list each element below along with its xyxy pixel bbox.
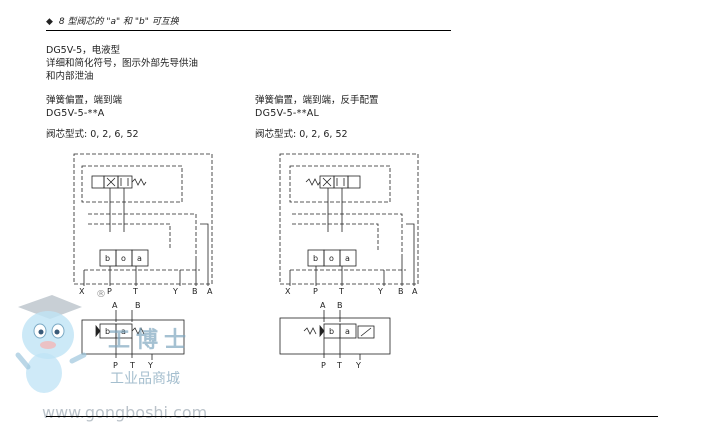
right-pilot-spring-icon [305, 178, 321, 186]
left-simple-pt-lines [115, 338, 153, 360]
right-port-t: T [338, 287, 344, 296]
right-simple-solenoid [357, 325, 375, 339]
left-simple-label-b: b [105, 327, 110, 336]
left-pilot-boundary [81, 165, 183, 203]
footer-rule [46, 416, 658, 417]
right-detailed-symbol: b o a X P T Y B A [279, 153, 419, 296]
left-port-y: Y [172, 287, 178, 296]
left-heading: 弹簧偏置，端到端 [46, 95, 123, 106]
right-simple-boundary [279, 317, 391, 355]
intro-model: DG5V-5，电液型 [46, 45, 121, 56]
diamond-bullet-icon: ◆ [46, 17, 53, 27]
watermark-brand: 工博士 [108, 327, 192, 353]
left-simple-label-a: a [121, 327, 126, 336]
left-code: DG5V-5-**A [46, 108, 105, 119]
right-simple-pt-lines [323, 338, 361, 360]
watermark-registered: ® [96, 289, 106, 300]
right-pilot-env-2 [333, 175, 349, 189]
watermark-sub: 工业品商城 [110, 371, 180, 387]
left-simple-port-p: P [113, 361, 118, 370]
left-pilot-solenoid [91, 175, 105, 189]
right-pilot-arrows [322, 177, 345, 187]
right-column: 弹簧偏置，端到端，反手配置 DG5V-5-**AL 阀芯型式: 0, 2, 6,… [255, 94, 379, 141]
watermark-url: www.gongboshi.com [42, 403, 207, 422]
page-header: ◆ 8 型阀芯的 "a" 和 "b" 可互换 [46, 14, 179, 27]
right-port-x: X [285, 287, 291, 296]
left-main-a [131, 249, 149, 267]
right-simplified-symbol: A B b a P T Y [279, 301, 391, 370]
left-simple-port-b: B [135, 301, 141, 310]
right-simple-port-y: Y [355, 361, 361, 370]
right-main-label-b: b [313, 254, 318, 263]
left-pilot-lines [109, 188, 125, 232]
left-pilot-line-3 [88, 223, 171, 250]
left-port-x: X [79, 287, 85, 296]
left-port-lines [83, 240, 209, 286]
left-simple-port-y: Y [147, 361, 153, 370]
right-pilot-boundary [289, 165, 391, 203]
right-a-line [406, 223, 415, 240]
header-rule [46, 30, 451, 31]
left-pilot-arrows [106, 177, 129, 187]
intro-line3: 和内部泄油 [46, 71, 94, 82]
intro-block: DG5V-5，电液型 详细和简化符号，图示外部先导供油 和内部泄油 [46, 44, 198, 83]
left-a-line [200, 223, 209, 240]
left-simple-spring-icon [131, 327, 145, 335]
right-simple-arrow-icon [319, 324, 325, 338]
left-main-label-b: b [105, 254, 110, 263]
header-title: 8 型阀芯的 "a" 和 "b" 可互换 [58, 17, 179, 27]
left-pilot-spring-icon [131, 178, 147, 186]
right-port-a: A [412, 287, 418, 296]
right-simple-port-b: B [337, 301, 343, 310]
right-port-b: B [398, 287, 404, 296]
right-pilot-lines [327, 188, 343, 232]
right-spool-types: 阀芯型式: 0, 2, 6, 52 [255, 129, 348, 140]
right-heading: 弹簧偏置，端到端，反手配置 [255, 95, 379, 106]
watermark-mascot-logo: ® 工博士 工业品商城 www.gongboshi.com [15, 289, 207, 422]
left-simple-boundary [81, 319, 185, 355]
right-simple-a [339, 323, 357, 339]
right-port-lines [289, 240, 415, 286]
left-main-label-o: o [121, 254, 126, 263]
intro-line2: 详细和简化符号，图示外部先导供油 [46, 58, 199, 69]
left-simple-port-a: A [112, 301, 118, 310]
right-port-p: P [313, 287, 318, 296]
right-simple-port-p: P [321, 361, 326, 370]
right-port-y: Y [377, 287, 383, 296]
right-simple-spring-icon [303, 327, 317, 335]
right-simple-solenoid-slash [360, 327, 372, 337]
right-simple-label-b: b [329, 327, 334, 336]
right-simple-ab-lines [323, 310, 341, 322]
left-simple-port-t: T [129, 361, 135, 370]
left-pilot-env-2 [117, 175, 133, 189]
left-port-p: P [107, 287, 112, 296]
left-pilot-line-2 [88, 213, 197, 258]
left-port-t: T [132, 287, 138, 296]
left-simplified-symbol: A B b a P T Y [81, 301, 185, 370]
right-pilot-solenoid [347, 175, 361, 189]
left-simple-arrow-icon [95, 324, 101, 338]
right-pilot-line-2 [292, 213, 403, 258]
left-outer-boundary [73, 153, 213, 285]
right-main-a [339, 249, 357, 267]
right-code: DG5V-5-**AL [255, 108, 320, 119]
left-main-label-a: a [137, 254, 142, 263]
right-pilot-line-3 [292, 223, 379, 250]
right-simple-port-t: T [336, 361, 342, 370]
left-port-b: B [192, 287, 198, 296]
right-outer-boundary [279, 153, 419, 285]
right-main-label-a: a [345, 254, 350, 263]
left-spool-types: 阀芯型式: 0, 2, 6, 52 [46, 129, 139, 140]
right-simple-label-a: a [345, 327, 350, 336]
left-column: 弹簧偏置，端到端 DG5V-5-**A 阀芯型式: 0, 2, 6, 52 [46, 94, 139, 141]
right-main-label-o: o [329, 254, 334, 263]
left-port-a: A [207, 287, 213, 296]
right-simple-port-a: A [320, 301, 326, 310]
left-detailed-symbol: b o a X P T Y B A [73, 153, 213, 296]
